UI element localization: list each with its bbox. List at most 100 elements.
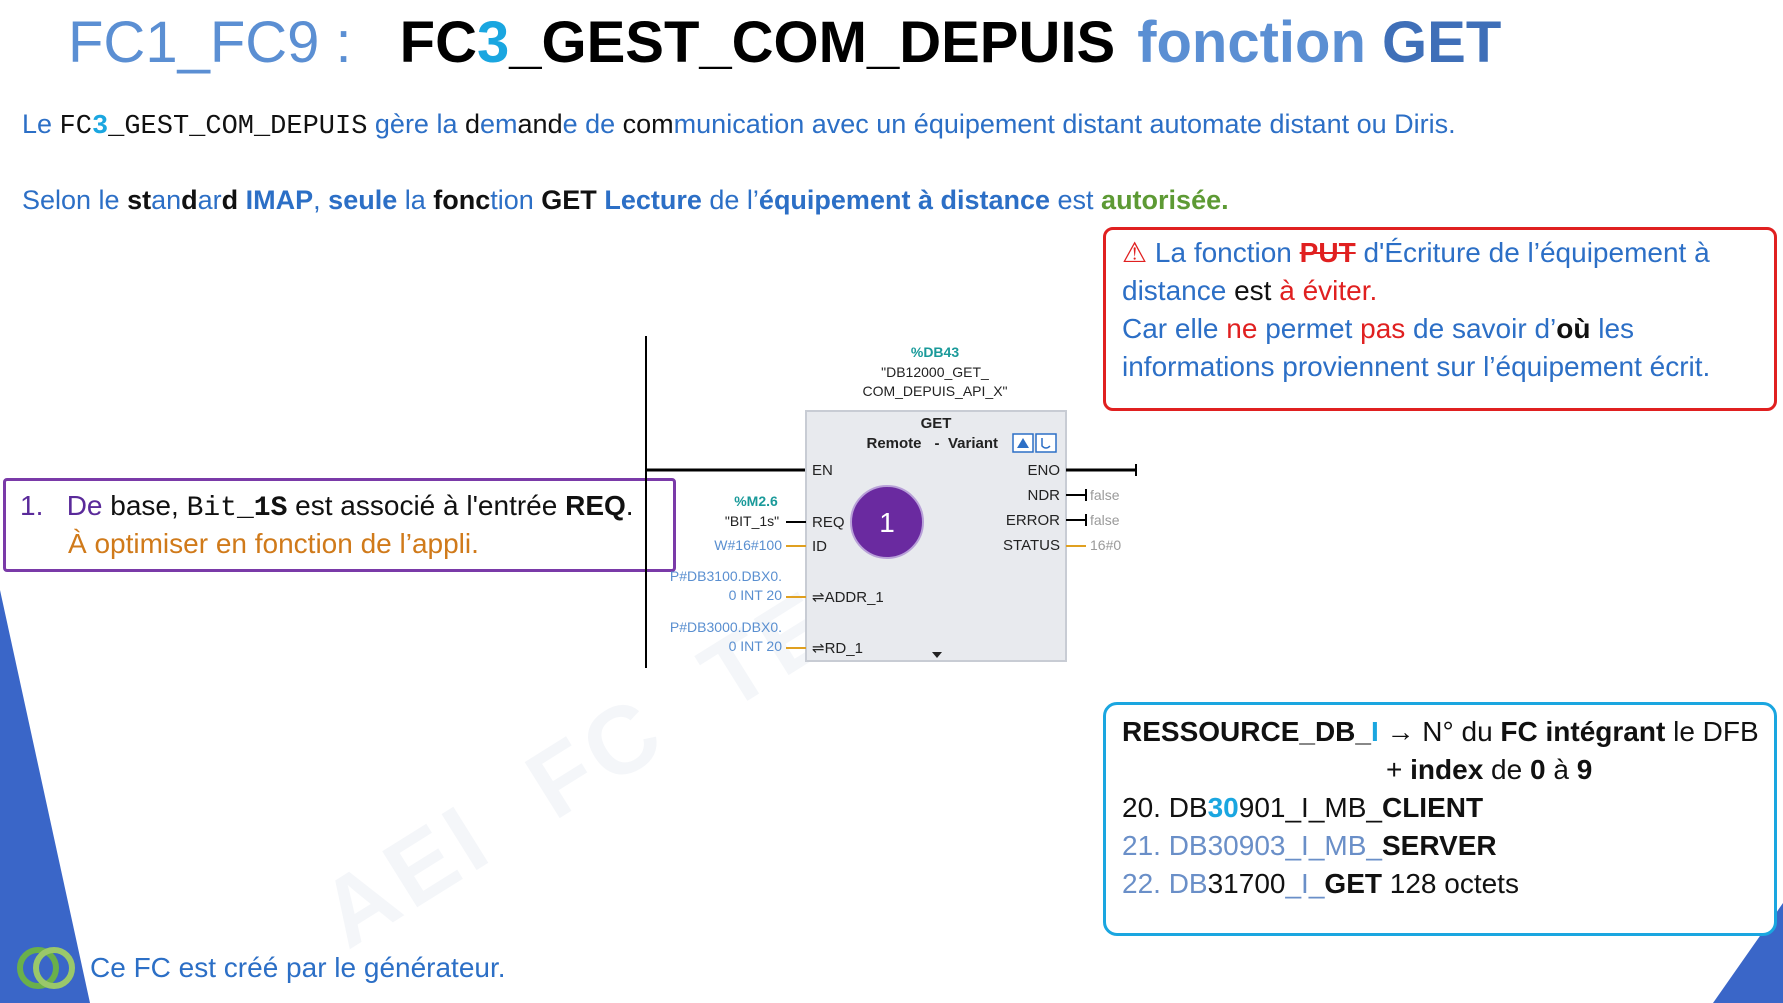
res-l3a: 20. DB xyxy=(1122,792,1208,823)
res-l4a: 21. DB30903 xyxy=(1122,830,1286,861)
req-assoc: est associé à l'entrée xyxy=(287,490,566,521)
resource-line-5: 22. DB31700_I_GET 128 octets xyxy=(1122,865,1519,903)
pin-eno: ENO xyxy=(1027,462,1060,479)
p2-lecture: Lecture xyxy=(604,185,702,215)
p1-fc-a: FC xyxy=(59,112,92,142)
p2-equipement: équipement à distance xyxy=(758,185,1051,215)
res-l5c: _I_ xyxy=(1285,868,1325,899)
imap-paragraph: Selon le standard IMAP, seule la fonctio… xyxy=(22,182,1229,218)
p1-text3: d xyxy=(464,109,480,139)
pin-req: REQ xyxy=(812,514,845,531)
res-l1c: → N° du xyxy=(1378,716,1501,747)
pin-addr: ⇌ADDR_1 xyxy=(812,589,884,606)
res-l1a: RESSOURCE_DB_ xyxy=(1122,716,1371,747)
p2-autorisee: autorisée. xyxy=(1101,185,1229,215)
p2-get: GET xyxy=(541,185,597,215)
req-base: base, xyxy=(102,490,187,521)
intro-paragraph: Le FC3_GEST_COM_DEPUIS gère la demande d… xyxy=(22,106,1456,145)
pin-ndr: NDR xyxy=(1028,487,1061,504)
resource-line-2: + index de 0 à 9 xyxy=(1386,751,1592,789)
req-bit: Bit_ xyxy=(186,493,254,524)
p2-est: est xyxy=(1050,185,1102,215)
res-l2f: 9 xyxy=(1576,754,1593,785)
rd-value-1: P#DB3000.DBX0. xyxy=(670,619,782,635)
res-l3d: _I_MB_ xyxy=(1285,792,1382,823)
pin-error: ERROR xyxy=(1006,512,1060,529)
res-l1e: le DFB xyxy=(1665,716,1759,747)
id-value: W#16#100 xyxy=(714,537,782,553)
p2-text1: Selon le xyxy=(22,185,128,215)
title-fc-c: _GEST_COM_DEPUIS xyxy=(509,10,1116,75)
res-l2d: 0 xyxy=(1529,754,1546,785)
rd-value-2: 0 INT 20 xyxy=(729,638,783,654)
p2-imap: IMAP xyxy=(245,185,314,215)
req-note-line-2: À optimiser en fonction de l’appli. xyxy=(68,528,479,559)
title-function: fonction GET xyxy=(1137,10,1501,75)
block-sub-a: Remote xyxy=(866,435,921,452)
res-l5d: GET xyxy=(1324,868,1382,899)
res-l3e: CLIENT xyxy=(1381,792,1484,823)
decor-left-triangle xyxy=(0,590,90,1003)
footer-note: Ce FC est créé par le générateur. xyxy=(90,952,506,983)
req-note-box: 1. De base, Bit_1S est associé à l'entré… xyxy=(3,478,676,572)
p1-text6: d xyxy=(547,109,563,139)
w-l3c: permet xyxy=(1257,313,1361,344)
res-l5a: 22. DB xyxy=(1122,868,1208,899)
req-dot: . xyxy=(625,490,634,521)
p1-text5: an xyxy=(517,109,548,139)
addr-value-2: 0 INT 20 xyxy=(729,587,783,603)
req-req: REQ xyxy=(565,490,626,521)
w-l1c: d'Écriture de l’équipement à xyxy=(1355,237,1710,268)
p2-text3: an xyxy=(151,185,182,215)
pin-id: ID xyxy=(812,538,827,555)
w-put: PUT xyxy=(1299,237,1356,268)
get-block-diagram: %DB43 "DB12000_GET_ COM_DEPUIS_API_X" GE… xyxy=(645,336,1137,668)
res-l4b: _I_MB_ xyxy=(1285,830,1382,861)
resource-box: RESSOURCE_DB_I → N° du FC intégrant le D… xyxy=(1103,702,1777,936)
res-l3b: 30 xyxy=(1207,792,1239,823)
res-l4c: SERVER xyxy=(1381,830,1497,861)
block-name: GET xyxy=(921,415,952,432)
block-diagnostic-icon[interactable] xyxy=(1035,433,1057,453)
block-diagnostic-icon-shape xyxy=(1041,438,1051,449)
step-badge-number: 1 xyxy=(879,507,895,538)
resource-line-4: 21. DB30903_I_MB_SERVER xyxy=(1122,827,1497,865)
p1-text2: gère la xyxy=(367,109,465,139)
req-de: De xyxy=(66,490,103,521)
warning-line-2: distance est à éviter. xyxy=(1122,272,1377,310)
warning-line-4: informations proviennent sur l’équipemen… xyxy=(1122,351,1711,382)
status-value: 16#0 xyxy=(1090,537,1121,553)
p1-text8: com xyxy=(622,109,674,139)
title-fn-b: GET xyxy=(1382,10,1502,75)
w-l2c: à éviter. xyxy=(1271,275,1378,306)
p2-tion: tion xyxy=(490,185,542,215)
p2-text2: st xyxy=(127,185,152,215)
addr-value-1: P#DB3100.DBX0. xyxy=(670,568,782,584)
p1-text4: em xyxy=(480,109,518,139)
res-l3c: 901 xyxy=(1238,792,1286,823)
resource-line-3: 20. DB30901_I_MB_CLIENT xyxy=(1122,789,1483,827)
logo-icon xyxy=(17,947,75,989)
p1-fc-c: _GEST_COM_DEPUIS xyxy=(108,112,368,142)
w-l3a: Car elle xyxy=(1122,313,1227,344)
expand-arrow-icon[interactable] xyxy=(932,652,942,658)
pin-status: STATUS xyxy=(1003,537,1060,554)
p2-comma: , xyxy=(313,185,329,215)
res-l5e: 128 octets xyxy=(1381,868,1519,899)
ndr-value: false xyxy=(1090,487,1120,503)
res-l2a: + xyxy=(1386,754,1411,785)
req-1s: 1S xyxy=(253,493,288,524)
warning-icon: ⚠ xyxy=(1122,237,1148,268)
res-l2c: de xyxy=(1483,754,1530,785)
res-l1d: FC intégrant xyxy=(1500,716,1666,747)
w-l3e: de savoir d’ xyxy=(1405,313,1557,344)
w-l1a: La fonction xyxy=(1154,237,1300,268)
pin-addr-label: ADDR_1 xyxy=(825,589,884,606)
res-l2b: index xyxy=(1410,754,1484,785)
p1-fc: FC3_GEST_COM_DEPUIS xyxy=(60,112,368,142)
db-name-2: COM_DEPUIS_API_X" xyxy=(862,383,1007,399)
pin-en: EN xyxy=(812,462,833,479)
p1-text: Le xyxy=(22,109,60,139)
step-badge xyxy=(850,485,924,559)
